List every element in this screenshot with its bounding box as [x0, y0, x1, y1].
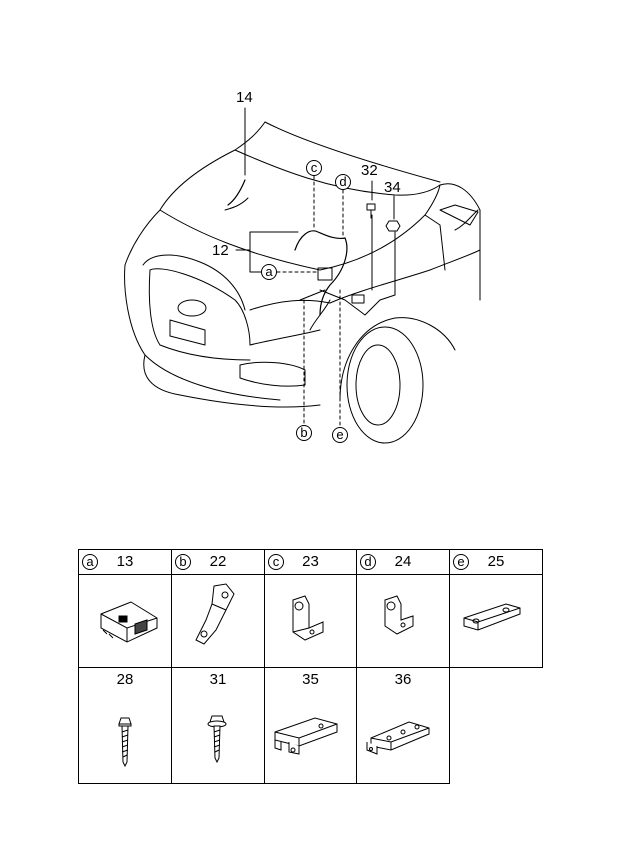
parts-cell-36: 36: [356, 667, 450, 784]
part-number: 28: [116, 671, 134, 688]
callout-32: 32: [361, 162, 378, 179]
car-front-illustration: [124, 107, 481, 444]
parts-cell-28: 28: [78, 667, 172, 784]
part-number: 36: [394, 671, 412, 688]
cell-letter: d: [360, 554, 376, 570]
callout-34: 34: [384, 179, 401, 196]
parts-cell-31: 31: [171, 667, 265, 784]
bolt-icon: [118, 717, 132, 768]
cell-letter: a: [82, 554, 98, 570]
bracket-l-icon: [384, 595, 414, 635]
parts-cell-a: a 13: [78, 549, 172, 668]
part-number: 13: [116, 553, 134, 570]
car-front-wiring-diagram: 14 12 32 34 c d a b e: [124, 89, 481, 444]
cell-letter: c: [268, 554, 284, 570]
cell-letter: e: [453, 554, 469, 570]
connector-block-icon: [100, 601, 158, 643]
cell-letter: b: [175, 554, 191, 570]
part-number: 23: [302, 553, 319, 570]
part-number: 22: [209, 553, 227, 570]
bolt-washer-icon: [207, 715, 227, 764]
callout-a: a: [261, 264, 277, 280]
parts-cell-e: e 25: [449, 549, 543, 668]
parts-table: a 13 b 22 c 23: [78, 549, 543, 784]
callout-14: 14: [236, 89, 253, 106]
callout-12: 12: [212, 242, 229, 259]
callout-e: e: [332, 427, 348, 443]
flat-bracket-icon: [463, 603, 521, 631]
parts-cell-35: 35: [264, 667, 357, 784]
parts-cell-b: b 22: [171, 549, 265, 668]
parts-cell-c: c 23: [264, 549, 357, 668]
part-number: 24: [394, 553, 412, 570]
part-number: 31: [209, 671, 227, 688]
mounting-bracket-icon: [366, 721, 430, 755]
mounting-bracket-icon: [274, 717, 338, 755]
parts-cell-d: d 24: [356, 549, 450, 668]
callout-c: c: [306, 160, 322, 176]
callout-b: b: [296, 425, 312, 441]
bracket-l-icon: [292, 595, 324, 641]
part-number: 35: [302, 671, 319, 688]
bracket-angled-icon: [195, 583, 235, 645]
callout-d: d: [335, 174, 351, 190]
part-number: 25: [487, 553, 505, 570]
